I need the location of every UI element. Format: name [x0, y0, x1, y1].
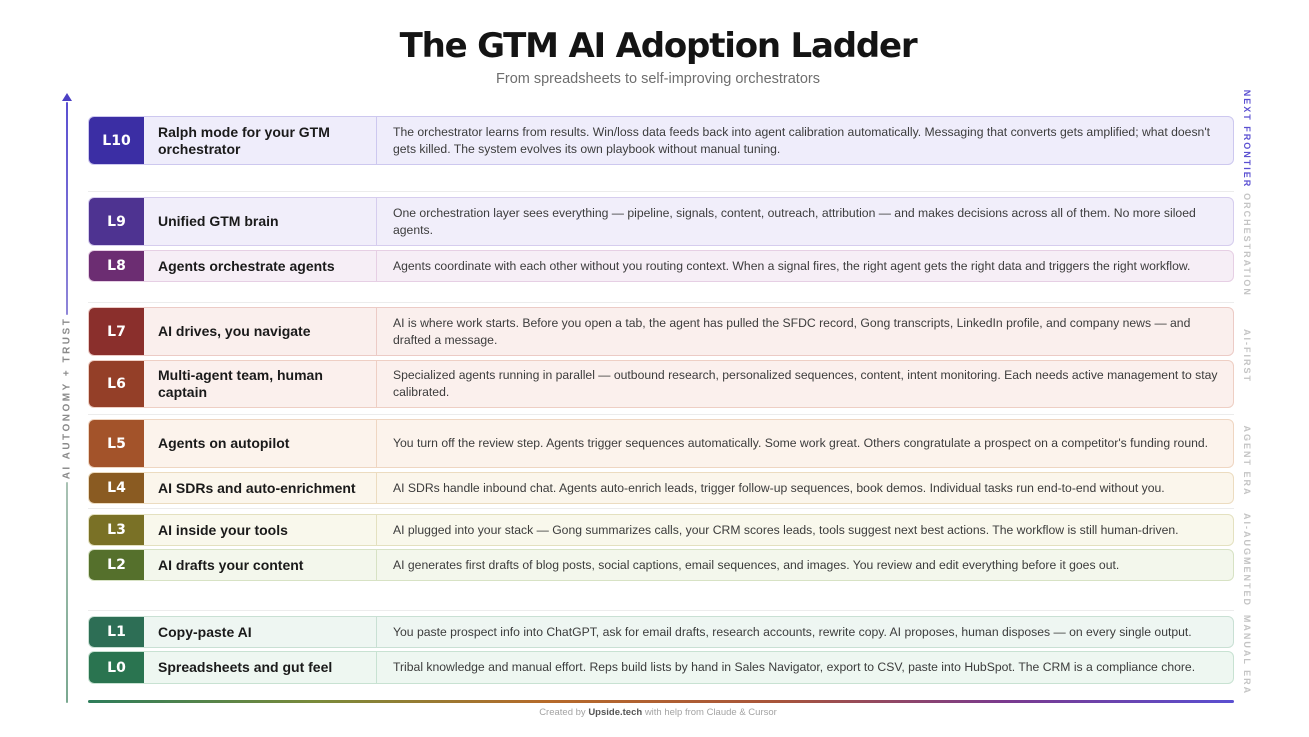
level-row-l8: L8 Agents orchestrate agents Agents coor… [88, 250, 1234, 282]
group-separator [88, 414, 1234, 415]
level-description: You turn off the review step. Agents tri… [393, 436, 1209, 450]
group-separator [88, 508, 1234, 509]
level-badge: L8 [89, 251, 144, 281]
level-badge: L7 [89, 308, 144, 355]
group-separator [88, 191, 1234, 192]
credits-brand: Upside.tech [588, 707, 643, 718]
level-badge: L6 [89, 361, 144, 407]
axis-arrow-icon [62, 93, 72, 101]
group-separator [88, 302, 1234, 303]
level-badge: L2 [89, 550, 144, 580]
level-name: Copy-paste AI [158, 623, 252, 640]
level-description: Agents coordinate with each other withou… [393, 258, 1191, 273]
level-name: Agents on autopilot [158, 435, 290, 451]
level-badge: L3 [89, 515, 144, 545]
level-row-l2: L2 AI drafts your content AI generates f… [88, 549, 1234, 581]
level-description: The orchestrator learns from results. Wi… [393, 124, 1211, 156]
row-divider [376, 550, 377, 580]
level-row-l10: L10 Ralph mode for your GTM orchestrator… [88, 116, 1234, 165]
level-name: AI drives, you navigate [158, 323, 311, 339]
level-badge: L9 [89, 198, 144, 245]
footer-credits: Created by Upside.tech with help from Cl… [0, 707, 1309, 718]
level-row-l0: L0 Spreadsheets and gut feel Tribal know… [88, 651, 1234, 684]
level-badge: L0 [89, 652, 144, 683]
level-description: AI plugged into your stack — Gong summar… [393, 522, 1179, 537]
level-description: Specialized agents running in parallel —… [393, 368, 1218, 399]
page-subtitle: From spreadsheets to self-improving orch… [496, 71, 820, 87]
level-description: AI is where work starts. Before you open… [393, 315, 1191, 347]
page-title: The GTM AI Adoption Ladder [399, 26, 918, 66]
level-row-l5: L5 Agents on autopilot You turn off the … [88, 419, 1234, 468]
credits-prefix: Created by [539, 707, 586, 718]
level-name: Unified GTM brain [158, 213, 279, 229]
axis-line-bottom [66, 482, 68, 703]
level-badge: L4 [89, 473, 144, 503]
level-row-l4: L4 AI SDRs and auto-enrichment AI SDRs h… [88, 472, 1234, 504]
level-description: AI generates first drafts of blog posts,… [393, 557, 1120, 572]
era-label-ai-augmented: AI-AUGMENTED [1242, 513, 1252, 607]
level-description: Tribal knowledge and manual effort. Reps… [393, 660, 1196, 674]
level-name: Multi-agent team, human captain [158, 367, 323, 400]
gradient-baseline [88, 700, 1234, 703]
level-row-l3: L3 AI inside your tools AI plugged into … [88, 514, 1234, 546]
level-row-l9: L9 Unified GTM brain One orchestration l… [88, 197, 1234, 246]
era-label-orchestration: ORCHESTRATION [1242, 193, 1252, 297]
era-label-ai-first: AI-FIRST [1242, 329, 1252, 383]
level-name: Spreadsheets and gut feel [158, 659, 333, 675]
row-divider [376, 420, 377, 467]
era-label-next-frontier: NEXT FRONTIER [1242, 89, 1252, 189]
row-divider [376, 515, 377, 545]
axis-line-top [66, 102, 68, 315]
level-description: One orchestration layer sees everything … [393, 205, 1196, 237]
row-divider [376, 361, 377, 407]
group-separator [88, 610, 1234, 611]
level-name: AI SDRs and auto-enrichment [158, 479, 356, 496]
level-row-l6: L6 Multi-agent team, human captain Speci… [88, 360, 1234, 408]
row-divider [376, 308, 377, 355]
row-divider [376, 652, 377, 683]
level-row-l1: L1 Copy-paste AI You paste prospect info… [88, 616, 1234, 648]
axis-label: AI AUTONOMY + TRUST [61, 316, 73, 480]
level-badge: L10 [89, 117, 144, 164]
level-badge: L5 [89, 420, 144, 467]
level-badge: L1 [89, 617, 144, 647]
row-divider [376, 198, 377, 245]
level-row-l7: L7 AI drives, you navigate AI is where w… [88, 307, 1234, 356]
level-name: Ralph mode for your GTM orchestrator [158, 123, 330, 157]
row-divider [376, 251, 377, 281]
level-name: AI inside your tools [158, 521, 288, 538]
row-divider [376, 117, 377, 164]
era-label-agent-era: AGENT ERA [1242, 425, 1252, 497]
level-description: AI SDRs handle inbound chat. Agents auto… [393, 480, 1165, 495]
credits-suffix: with help from Claude & Cursor [644, 707, 777, 718]
row-divider [376, 473, 377, 503]
level-description: You paste prospect info into ChatGPT, as… [393, 624, 1192, 639]
row-divider [376, 617, 377, 647]
level-name: AI drafts your content [158, 556, 304, 573]
era-label-manual-era: MANUAL ERA [1242, 614, 1252, 696]
level-name: Agents orchestrate agents [158, 257, 335, 274]
